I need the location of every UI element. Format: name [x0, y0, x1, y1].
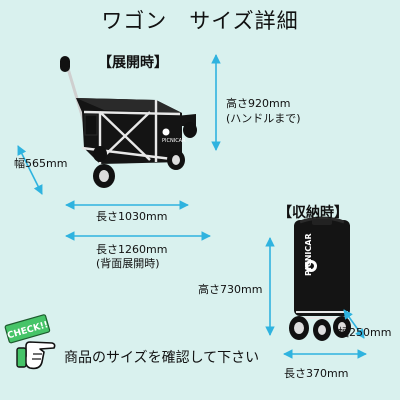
expanded-wheels: [93, 122, 197, 188]
expanded-brand-logo: [162, 128, 170, 136]
wagon-handle: [64, 61, 86, 123]
folded-height-label: 高さ730mm: [198, 283, 263, 296]
expanded-wagon-image: PICNICAR: [60, 56, 197, 188]
footer-note: 商品のサイズを確認して下さい: [64, 350, 260, 366]
folded-brand-text: PICNICAR: [304, 233, 313, 276]
folded-width-label: 幅250mm: [338, 326, 392, 339]
width-250-arrow: [343, 309, 365, 339]
expanded-height-note: (ハンドルまで): [226, 112, 301, 125]
page-title: ワゴン サイズ詳細: [101, 9, 299, 33]
expanded-section-label: 【展開時】: [98, 55, 168, 71]
pointing-hand-icon: [16, 341, 56, 370]
check-badge: CHECK!!: [4, 314, 56, 370]
width-565-arrow: [17, 145, 43, 195]
handle-grip: [60, 56, 70, 72]
folded-wagon-image: PICNICAR: [289, 216, 351, 341]
expanded-length-label: 長さ1030mm: [96, 210, 168, 223]
folded-length-label: 長さ370mm: [284, 367, 349, 380]
expanded-length-full-label: 長さ1260mm: [96, 243, 168, 256]
expanded-width-label: 幅565mm: [14, 157, 68, 170]
folded-section-label: 【収納時】: [278, 205, 348, 221]
expanded-brand-text: PICNICAR: [162, 138, 186, 144]
expanded-length-full-note: (背面展開時): [96, 257, 160, 270]
expanded-height-label: 高さ920mm: [226, 97, 291, 110]
